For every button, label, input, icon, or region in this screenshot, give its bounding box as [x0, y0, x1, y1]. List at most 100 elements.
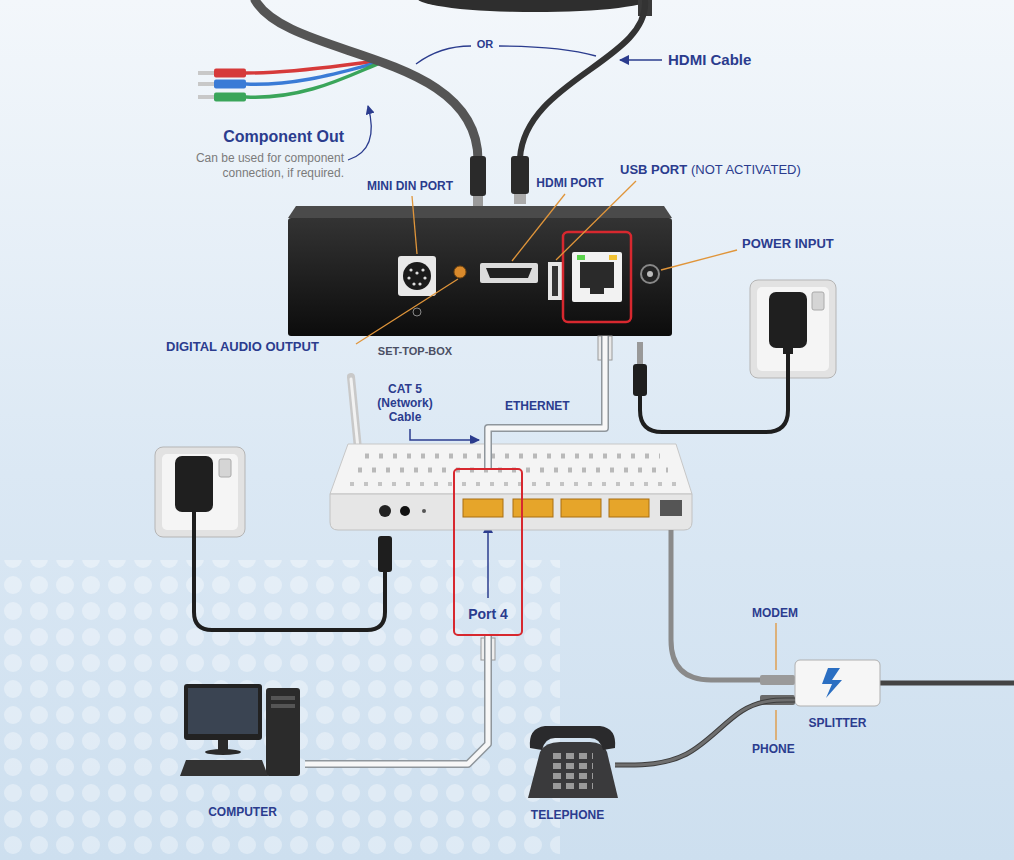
- port-note: (NOT ACTIVATED): [691, 162, 801, 178]
- callout-arrows: [410, 429, 479, 440]
- router-illustration: [365, 454, 660, 459]
- set-top-box-illustration: [413, 308, 421, 316]
- hdmi-cable: [514, 194, 526, 204]
- set-top-box-illustration: [409, 268, 412, 271]
- set-top-box-illustration: [577, 255, 585, 260]
- set-top-box-illustration: [480, 263, 538, 283]
- tv-stand: [417, 0, 653, 12]
- router-illustration: [463, 499, 503, 517]
- power-cable: [637, 342, 643, 366]
- set-top-box-illustration: [563, 232, 631, 322]
- router-power: [219, 459, 231, 477]
- set-top-box-illustration: [288, 218, 672, 336]
- splitter-illustration: [822, 668, 842, 698]
- cable: [305, 636, 488, 764]
- cable-outline: [615, 700, 795, 765]
- computer-illustration: [180, 684, 300, 776]
- port-label: POWER INPUT: [742, 236, 834, 252]
- router-power: [155, 447, 392, 630]
- component-plugs: [198, 71, 214, 75]
- component-plugs: [198, 95, 214, 99]
- set-top-box-illustration: [288, 206, 672, 336]
- router-illustration: [422, 509, 426, 513]
- callout-arrows: [499, 46, 596, 56]
- port-label: DIGITAL AUDIO OUTPUT: [166, 339, 319, 355]
- router-illustration: [513, 499, 553, 517]
- splitter-illustration: [795, 660, 1014, 706]
- leader-lines: [412, 196, 417, 254]
- set-top-box-illustration: [412, 282, 415, 285]
- leader-lines: [556, 181, 636, 260]
- computer-illustration: [205, 749, 241, 755]
- callout-arrows: [620, 59, 662, 61]
- component-cables: [246, 61, 380, 97]
- jack-label: MODEM: [752, 606, 798, 620]
- set-top-box-illustration: [403, 262, 431, 290]
- node-label: SPLITTER: [790, 716, 885, 730]
- modem-cable: [671, 530, 762, 680]
- router-power: [162, 454, 238, 530]
- node-label: TELEPHONE: [515, 808, 620, 822]
- cable-label: HDMI Cable: [668, 51, 751, 69]
- power-cable: [633, 364, 647, 396]
- cable-outline: [488, 336, 605, 468]
- set-top-box-illustration: [454, 266, 466, 278]
- port-label: USB PORT: [620, 162, 687, 178]
- computer-illustration: [184, 684, 262, 740]
- router-illustration: [660, 500, 682, 516]
- leader-lines: [356, 279, 458, 344]
- set-top-box-illustration: [580, 262, 614, 294]
- leader-lines: [512, 194, 565, 261]
- hdmi-cable: [520, 0, 645, 158]
- telephone-illustration: [530, 726, 615, 750]
- computer-illustration: [271, 696, 295, 700]
- splitter: SPLITTER: [795, 660, 880, 706]
- cable-label: ETHERNET: [505, 399, 570, 413]
- port-label: HDMI PORT: [525, 176, 615, 190]
- router-illustration: [561, 499, 601, 517]
- set-top-box-illustration: [407, 276, 410, 279]
- router-illustration: [350, 482, 676, 486]
- connectors: [305, 336, 795, 765]
- power-outlet: [757, 287, 829, 371]
- set-top-box-illustration: [548, 262, 562, 300]
- set-top-box-illustration: [641, 265, 659, 283]
- component-cables: [246, 63, 380, 97]
- cable-label: CAT 5 (Network) Cable: [367, 382, 443, 424]
- power-outlet: [750, 280, 836, 378]
- set-top-box-illustration: [418, 282, 421, 285]
- set-top-box-illustration: [572, 252, 622, 302]
- splitter-illustration: [880, 681, 1014, 686]
- component-plugs: [198, 69, 246, 102]
- router-illustration: [609, 499, 649, 517]
- computer-illustration: [180, 760, 268, 776]
- note-text: Can be used for component connection, if…: [177, 151, 344, 181]
- telephone-illustration: [553, 763, 593, 769]
- router-power: [155, 447, 245, 537]
- computer-illustration: [188, 688, 258, 734]
- heading-label: Component Out: [172, 127, 344, 146]
- dot-pattern: [0, 560, 560, 860]
- power-outlet: [769, 292, 807, 348]
- callout-arrows: [487, 524, 489, 598]
- port-callout-box: Port 4: [453, 468, 523, 636]
- node-label: COMPUTER: [180, 805, 305, 819]
- telephone-illustration: [553, 773, 593, 779]
- computer-illustration: [271, 704, 295, 708]
- router-power: [378, 536, 392, 572]
- set-top-box-illustration: [486, 268, 532, 278]
- set-top-box: SET-TOP-BOX: [288, 218, 672, 336]
- jack-label: PHONE: [752, 742, 795, 756]
- router-illustration: [330, 377, 692, 530]
- port-label: MINI DIN PORT: [355, 179, 465, 193]
- tv-stand: [417, 0, 653, 16]
- power-outlet: [750, 280, 836, 378]
- cable: [488, 336, 605, 468]
- callout-arrows: [348, 106, 371, 160]
- component-plugs: [214, 80, 246, 89]
- router-power: [194, 512, 385, 630]
- set-top-box-illustration: [421, 268, 424, 271]
- leader-lines: [775, 623, 776, 670]
- cable: [615, 700, 795, 765]
